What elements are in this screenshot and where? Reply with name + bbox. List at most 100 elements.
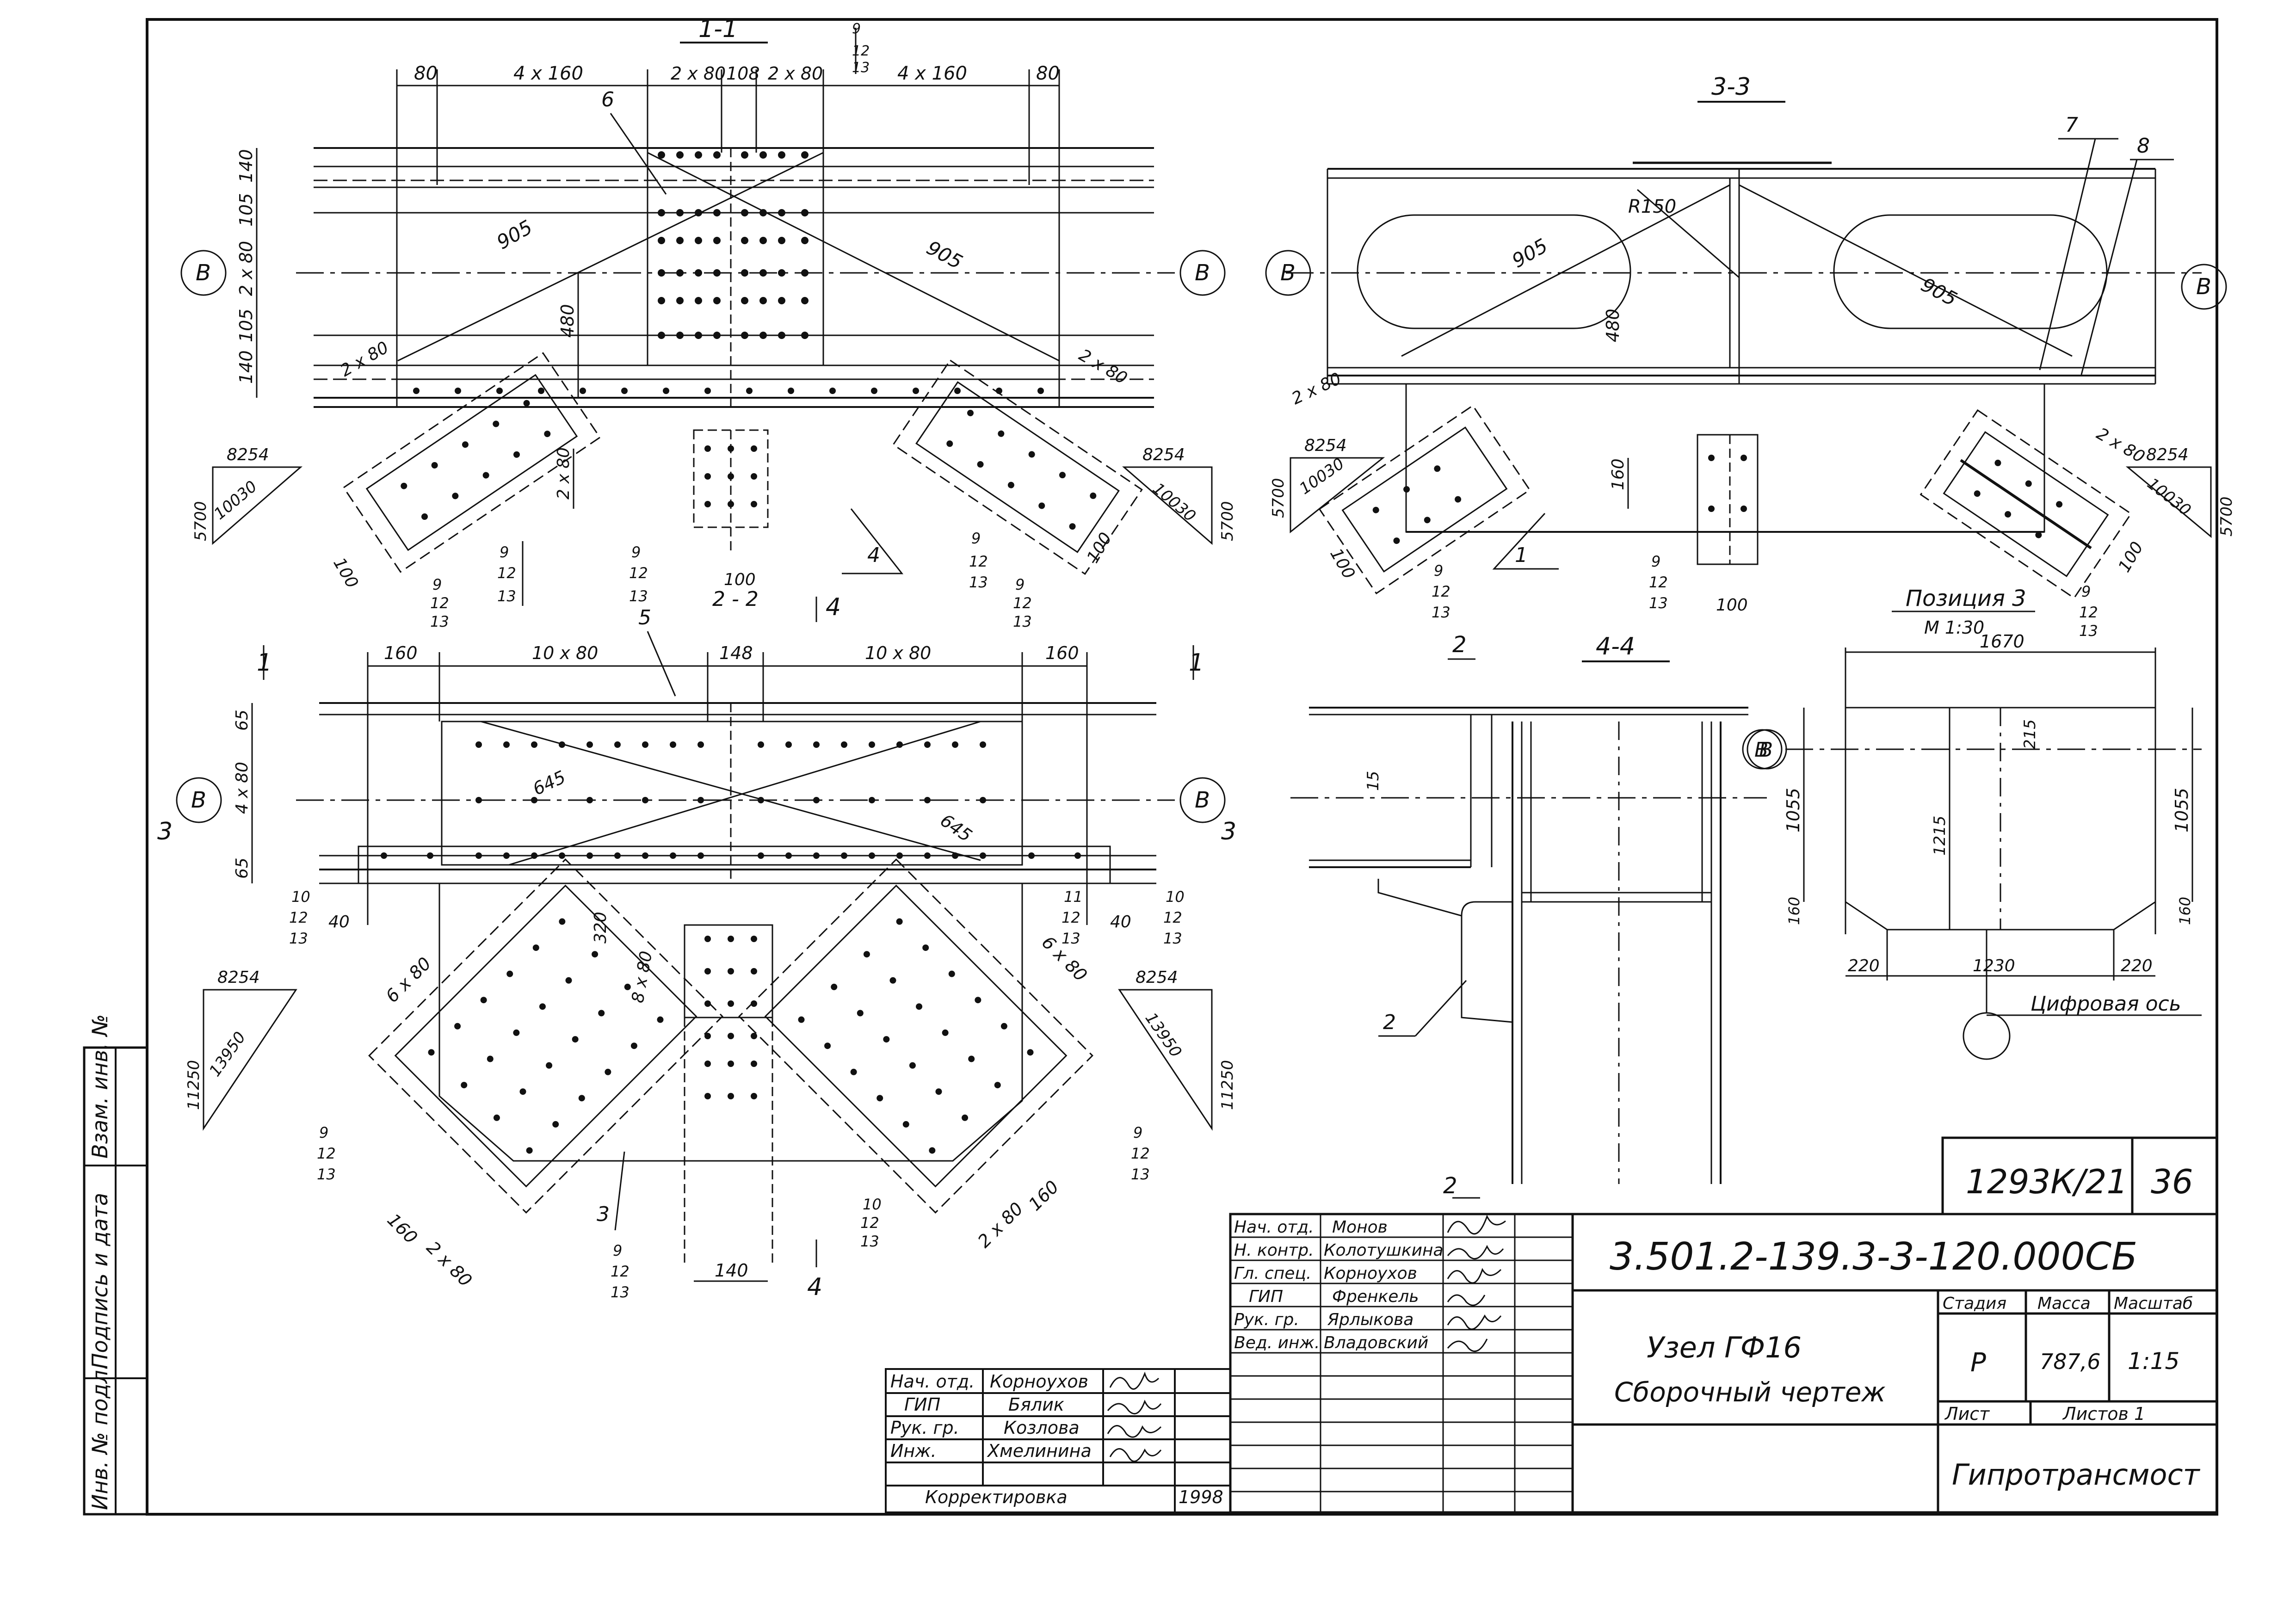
plan-dim-2x80-a: 2 x 80 xyxy=(423,1237,476,1290)
plan-callout-12e: 12 xyxy=(1163,909,1182,926)
plan-callout-13d: 13 xyxy=(1062,930,1080,947)
pos3-160-right: 160 xyxy=(2176,897,2194,925)
plan-callout-13g: 13 xyxy=(317,1166,336,1183)
plan-callout-10a: 10 xyxy=(291,888,310,906)
axis-b-3-left: В xyxy=(1280,260,1296,286)
view-3-3-2x80-right: 2 x 80 xyxy=(2093,424,2148,467)
plan-callout-10b: 10 xyxy=(1166,888,1185,906)
plan-section-4-top: 4 xyxy=(826,593,841,621)
v33-callout-9c: 9 xyxy=(2081,583,2091,600)
pos3-title: Позиция 3 xyxy=(1906,586,2026,611)
plan-callout-13e: 13 xyxy=(1163,930,1182,947)
view-3-3-title: 3-3 xyxy=(1711,73,1751,101)
pos3-220-left: 220 xyxy=(1848,956,1880,975)
plan-dim-40-left: 40 xyxy=(328,913,350,931)
dim-2x80-1-right: 2 x 80 xyxy=(1076,345,1130,388)
side-inv-podl: Инв. № подл. xyxy=(87,1363,112,1510)
plan-callout-13b: 13 xyxy=(1013,613,1032,630)
plan-section-1-left: 1 xyxy=(257,649,272,677)
pos3-axis-b: В xyxy=(1759,738,1773,762)
view-3-3-100: 100 xyxy=(1716,596,1748,615)
dim-108: 108 xyxy=(726,63,760,84)
plan-callout-9d: 9 xyxy=(1133,1124,1142,1141)
corr-name-3: Хмелинина xyxy=(987,1441,1092,1461)
callout-top-13: 13 xyxy=(852,60,870,76)
tb-stage: Р xyxy=(1970,1348,1986,1378)
plan-callout-9c: 9 xyxy=(319,1124,328,1141)
view-3-3-905-left: 905 xyxy=(1508,234,1552,272)
sig-role-4: Рук. гр. xyxy=(1234,1310,1299,1329)
corr-footer: Корректировка xyxy=(925,1487,1068,1507)
outer-frame xyxy=(146,18,2218,1516)
dim-2x80-mid: 2 x 80 xyxy=(554,447,573,500)
callout-r-9: 9 xyxy=(971,530,981,547)
tb-sheet-no: 36 xyxy=(2151,1162,2193,1201)
plan-section-3-left: 3 xyxy=(157,818,173,845)
section-2-2-label: 2 - 2 xyxy=(712,587,759,611)
title-block xyxy=(1229,1136,2218,1514)
dim-4x160-left: 4 x 160 xyxy=(513,63,583,84)
plan-slope-left-side: 11250 xyxy=(185,1060,203,1110)
callout-top-9: 9 xyxy=(852,21,861,37)
v33-slope-left-top: 8254 xyxy=(1304,436,1347,455)
view-4-4-15: 15 xyxy=(1364,771,1383,791)
plan-dim-160-left: 160 xyxy=(384,643,418,663)
plan-dim-320: 320 xyxy=(591,912,610,944)
plan-callout-13i: 13 xyxy=(611,1283,630,1301)
side-vzam-inv: Взам. инв. № xyxy=(87,1014,112,1159)
v33-callout-13c: 13 xyxy=(2079,622,2098,640)
sig-role-0: Нач. отд. xyxy=(1234,1218,1314,1237)
plan-section-3-right: 3 xyxy=(1221,818,1236,845)
view-3-3-100-left: 100 xyxy=(1326,545,1358,582)
callout-top-12: 12 xyxy=(852,43,870,59)
callout-r-13: 13 xyxy=(969,574,988,591)
tb-mass-label: Масса xyxy=(2037,1294,2091,1313)
plan-pos-3: 3 xyxy=(597,1203,610,1226)
axis-b-3-right: В xyxy=(2196,274,2211,300)
sig-role-2: Гл. спец. xyxy=(1234,1264,1311,1283)
axis-b-4-right: В xyxy=(1754,738,1768,762)
v33-slope-right-top: 8254 xyxy=(2146,445,2189,464)
plan-dim-2x80-b: 2 x 80 xyxy=(974,1198,1027,1252)
view-1-1: 1-1 80 4 x 160 2 x 80 108 2 x 80 4 x 160… xyxy=(180,15,1226,611)
view-3-3-480: 480 xyxy=(1603,308,1623,342)
tb-scale: 1:15 xyxy=(2128,1348,2179,1375)
pos3-220-right: 220 xyxy=(2121,956,2153,975)
tb-name-line2: Сборочный чертеж xyxy=(1614,1376,1886,1408)
view-4-4-pos-2: 2 xyxy=(1383,1011,1396,1034)
tb-stage-label: Стадия xyxy=(1943,1294,2006,1313)
view-3-3-pos-7: 7 xyxy=(2065,113,2078,137)
v33-slope-right-side: 5700 xyxy=(2217,496,2236,537)
view-1-1-title: 1-1 xyxy=(698,15,738,43)
plan-dim-10x80-left: 10 x 80 xyxy=(532,643,598,663)
callout-r-12: 12 xyxy=(969,553,988,570)
dim-80-left: 80 xyxy=(414,63,438,84)
pos3-160-left: 160 xyxy=(1785,897,1803,925)
pos-6: 6 xyxy=(601,88,614,111)
plan-dim-6x80-left: 6 x 80 xyxy=(382,953,435,1006)
plan-dim-160-right: 160 xyxy=(1045,643,1079,663)
plan-slope-right-top: 8254 xyxy=(1136,968,1178,987)
sig-role-3: ГИП xyxy=(1249,1287,1283,1306)
v33-callout-12b: 12 xyxy=(1649,574,1668,591)
corr-role-2: Рук. гр. xyxy=(890,1418,959,1438)
sig-name-2: Корноухов xyxy=(1324,1264,1417,1283)
plan-dim-40-right: 40 xyxy=(1110,913,1131,931)
sig-name-5: Владовский xyxy=(1324,1333,1428,1352)
view-plan: 160 10 x 80 148 10 x 80 160 645 645 65 4… xyxy=(157,576,1236,1301)
sig-role-1: Н. контр. xyxy=(1234,1241,1314,1260)
plan-callout-12d: 12 xyxy=(1062,909,1080,926)
corr-name-1: Бялик xyxy=(1008,1394,1064,1415)
tb-mass: 787,6 xyxy=(2040,1349,2101,1374)
side-sign-date: Подпись и дата xyxy=(87,1193,112,1369)
axis-b-1-left: В xyxy=(196,260,211,286)
plan-callout-12a: 12 xyxy=(430,594,449,612)
corr-role-3: Инж. xyxy=(890,1441,937,1461)
slope-1-right-hyp: 10030 xyxy=(1149,479,1199,525)
tb-inventory-no: 1293К/21 xyxy=(1966,1162,2128,1201)
slope-1-right-side: 5700 xyxy=(1218,501,1237,541)
correction-block xyxy=(885,1368,1231,1513)
plan-callout-13f: 13 xyxy=(860,1233,879,1250)
section-4-marker: 4 xyxy=(867,543,880,567)
